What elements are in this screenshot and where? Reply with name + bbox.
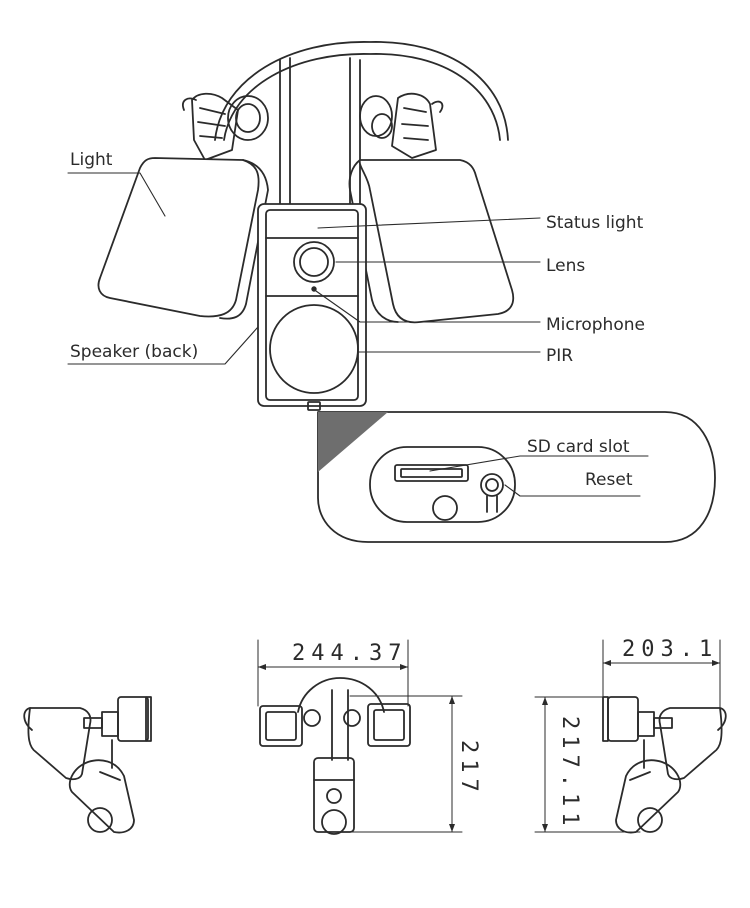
- reset-label: Reset: [585, 470, 633, 490]
- microphone-label: Microphone: [546, 315, 645, 335]
- lens: [299, 247, 329, 277]
- lens-ring: [293, 241, 335, 283]
- side-height-dimension: 217.11: [557, 716, 582, 831]
- mount-dome: [214, 41, 509, 141]
- sd-card-slot-label: SD card slot: [527, 437, 630, 457]
- callout-leaders: [67, 172, 649, 497]
- detail-pointer-shade: [318, 412, 388, 472]
- dimension-lines: [257, 639, 721, 833]
- front-view: [259, 677, 411, 835]
- right-side-view: [602, 696, 727, 834]
- lens-label: Lens: [546, 256, 585, 276]
- reset-button: [480, 473, 504, 497]
- side-width-dimension: 203.1: [622, 637, 718, 662]
- speaker-label: Speaker (back): [70, 342, 198, 362]
- light-label: Light: [70, 150, 113, 170]
- microphone-hole: [311, 286, 317, 292]
- status-light-label: Status light: [546, 213, 644, 233]
- sd-reset-detail: [317, 411, 716, 543]
- front-height-dimension: 217: [456, 740, 481, 798]
- left-light-head: [97, 157, 269, 320]
- floodlight-camera-illustration: [97, 41, 716, 543]
- camera-body: [257, 203, 367, 411]
- pir-sensor: [269, 304, 359, 394]
- left-arm-joint: [182, 92, 269, 161]
- dimension-arrowheads: [258, 660, 720, 832]
- sd-card-slot: [394, 464, 469, 482]
- front-width-dimension: 244.37: [292, 641, 407, 666]
- left-side-view: [23, 696, 152, 834]
- right-light-head: [348, 159, 515, 324]
- right-arm-joint: [359, 92, 444, 159]
- pir-label: PIR: [546, 346, 573, 366]
